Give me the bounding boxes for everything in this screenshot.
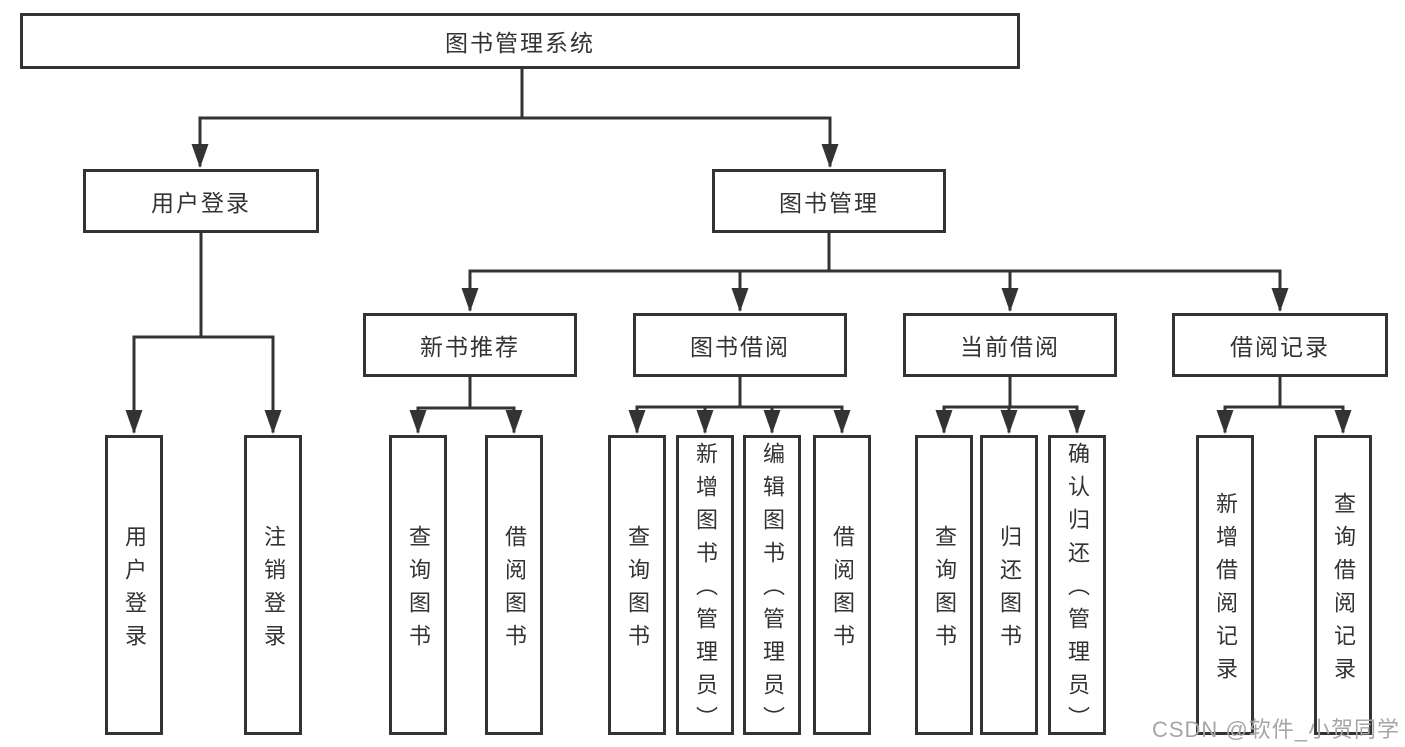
node-book-borrowing: 图书借阅 [633,313,847,377]
leaf-borrow-books-label: 借阅图书 [830,524,855,657]
csdn-watermark: CSDN @软件_小贺同学 [1151,717,1400,742]
leaf-query-borrow-record: 查询借阅记录 [1314,435,1372,735]
leaf-borrow-books-recommend-label: 借阅图书 [502,524,527,657]
leaf-add-borrow-record-label: 新增借阅记录 [1213,491,1238,690]
leaf-return-book: 归还图书 [980,435,1038,735]
leaf-return-book-label: 归还图书 [997,524,1022,657]
node-book-management: 图书管理 [712,169,946,233]
leaf-query-books-recommend: 查询图书 [389,435,447,735]
leaf-logout-label: 注销登录 [261,524,286,657]
leaf-add-book-admin-label: 新增图书（管理员） [693,442,718,739]
leaf-query-books-borrow-label: 查询图书 [625,524,650,657]
leaf-query-books-current: 查询图书 [915,435,973,735]
node-borrowing-records: 借阅记录 [1172,313,1388,377]
leaf-edit-book-admin-label: 编辑图书（管理员） [760,442,785,739]
leaf-borrow-books: 借阅图书 [813,435,871,735]
leaf-confirm-return-admin-label: 确认归还（管理员） [1065,442,1090,739]
node-current-borrowing: 当前借阅 [903,313,1117,377]
leaf-borrow-books-recommend: 借阅图书 [485,435,543,735]
leaf-user-login-label: 用户登录 [122,524,147,657]
leaf-query-books-recommend-label: 查询图书 [406,524,431,657]
leaf-query-books-borrow: 查询图书 [608,435,666,735]
node-user-login: 用户登录 [83,169,319,233]
leaf-add-borrow-record: 新增借阅记录 [1196,435,1254,735]
leaf-add-book-admin: 新增图书（管理员） [676,435,734,739]
leaf-edit-book-admin: 编辑图书（管理员） [743,435,801,739]
leaf-confirm-return-admin: 确认归还（管理员） [1048,435,1106,739]
leaf-query-borrow-record-label: 查询借阅记录 [1331,491,1356,690]
leaf-query-books-current-label: 查询图书 [932,524,957,657]
leaf-user-login: 用户登录 [105,435,163,735]
node-root-system: 图书管理系统 [20,13,1020,69]
leaf-logout: 注销登录 [244,435,302,735]
node-new-book-recommendation: 新书推荐 [363,313,577,377]
